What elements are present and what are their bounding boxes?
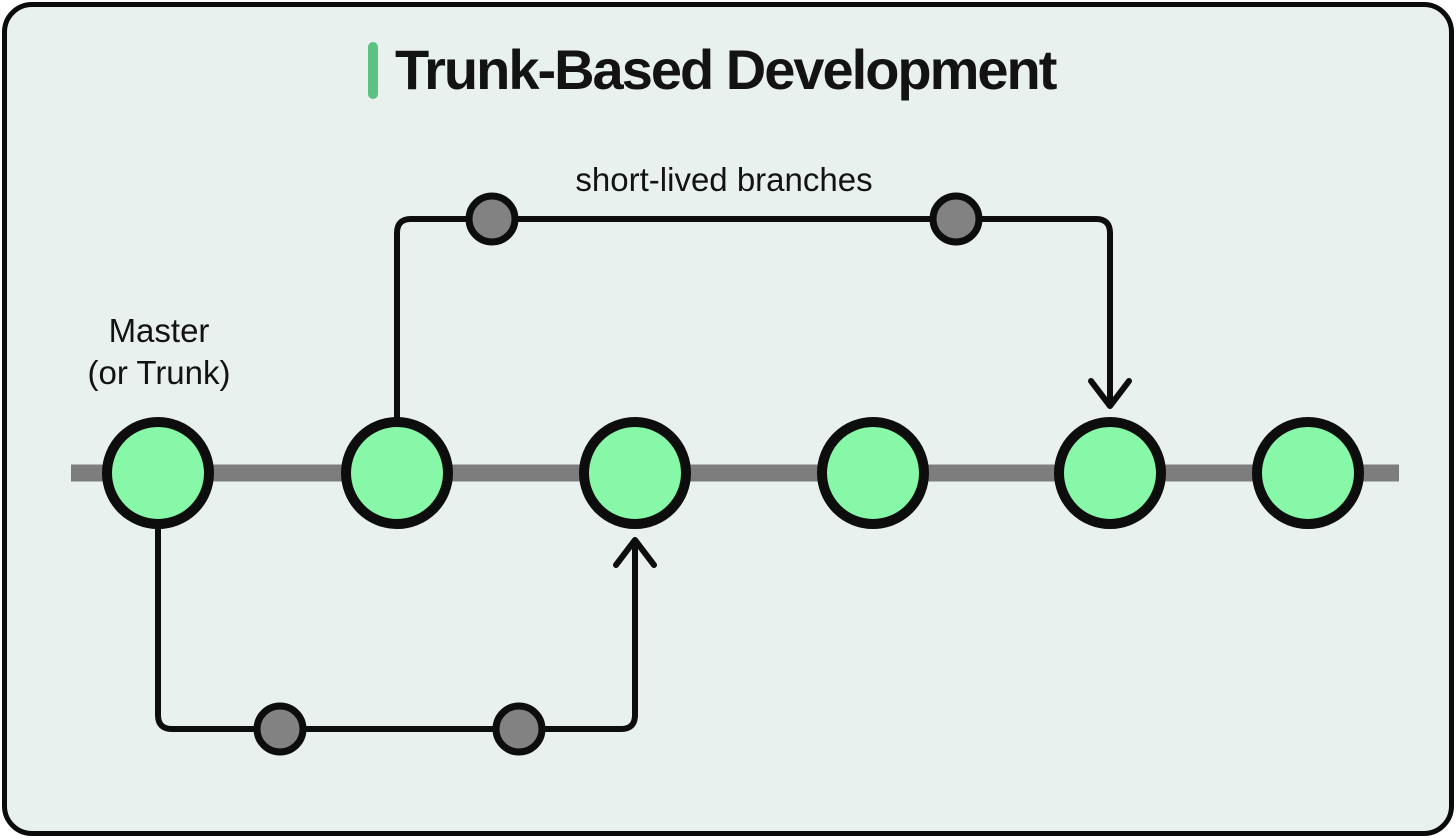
trunk-commit-1 [102, 417, 214, 529]
git-graph [71, 192, 1399, 756]
bottom-branch-merge-arrowhead [613, 537, 657, 568]
trunk-commit-4 [817, 417, 929, 529]
title-group: Trunk-Based Development [368, 38, 1057, 101]
diagram-title: Trunk-Based Development [395, 38, 1057, 101]
master-trunk-label: Master (or Trunk) [87, 310, 230, 394]
top-branch-commit-1 [465, 192, 519, 246]
title-accent-bar [368, 41, 378, 99]
top-branch-path [394, 216, 1113, 439]
trunk-commit-3 [579, 417, 691, 529]
trunk-commit-2 [341, 417, 453, 529]
bottom-branch-path [155, 512, 638, 732]
master-trunk-label-line2: (or Trunk) [87, 354, 231, 391]
top-branch-merge-arrowhead [1088, 378, 1132, 409]
short-lived-branches-label: short-lived branches [575, 161, 873, 198]
trunk-commit-5 [1054, 417, 1166, 529]
bottom-branch-commit-1 [253, 702, 307, 756]
trunk-commit-6 [1252, 417, 1364, 529]
master-trunk-label-line1: Master [108, 312, 210, 349]
top-branch-commit-2 [929, 192, 983, 246]
bottom-branch-commit-2 [492, 702, 546, 756]
